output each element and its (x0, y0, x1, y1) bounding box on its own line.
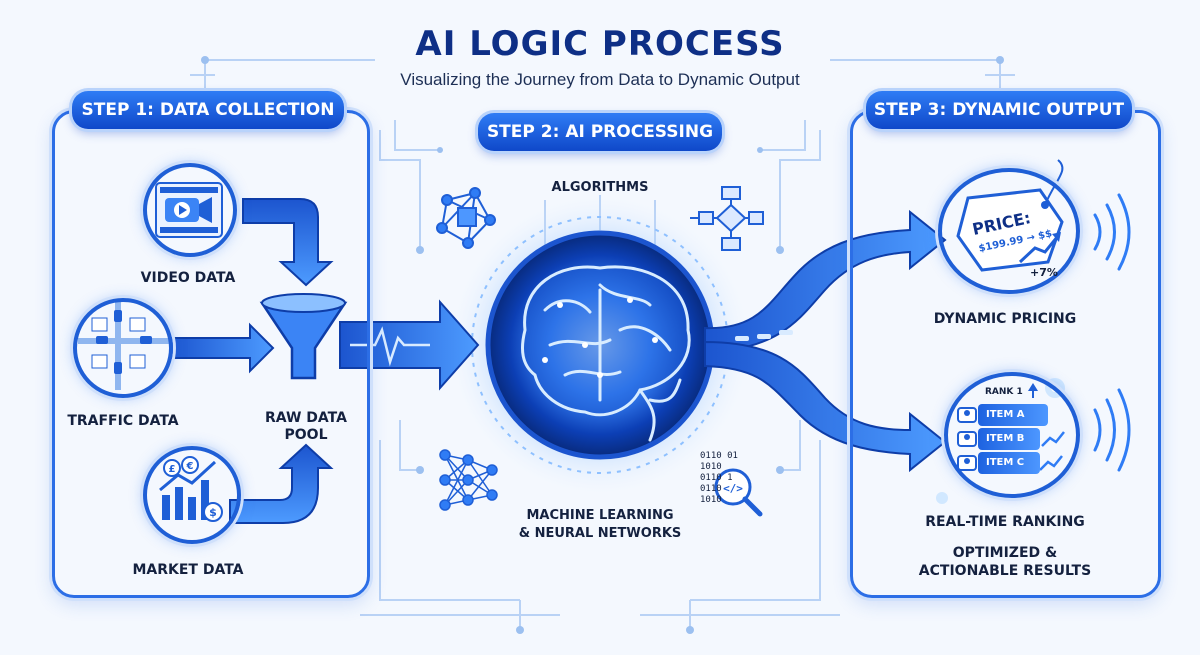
traffic-data-label: TRAFFIC DATA (67, 413, 179, 429)
traffic-source-circle (73, 298, 173, 398)
real-time-ranking-label: REAL-TIME RANKING (925, 514, 1085, 530)
network-cube-icon (436, 187, 496, 249)
signal-waves (1093, 193, 1131, 472)
brain-icon (521, 265, 691, 442)
flowchart-icon (690, 186, 764, 251)
circuit-lines (190, 59, 1015, 630)
market-data-label: MARKET DATA (132, 562, 244, 578)
traffic-to-pool-arrow (169, 322, 275, 374)
video-source-circle (143, 163, 237, 257)
video-data-label: VIDEO DATA (140, 270, 236, 286)
market-source-circle (143, 446, 241, 544)
binary-line: 0110 1 (700, 473, 733, 483)
algorithms-label: ALGORITHMS (551, 180, 649, 195)
binary-line: 0110 (700, 484, 722, 494)
code-magnifier-icon: </> (714, 468, 763, 517)
price-change: +7% (1030, 266, 1058, 279)
brain-to-outputs-arrows (704, 209, 947, 473)
rank-label: RANK 1 (985, 387, 1023, 397)
dynamic-pricing-label: DYNAMIC PRICING (933, 311, 1077, 327)
pool-to-brain-arrow (339, 299, 480, 391)
results-label: OPTIMIZED & ACTIONABLE RESULTS (918, 545, 1092, 579)
binary-line: 1010 (700, 495, 722, 505)
raw-data-pool-label: RAW DATA POOL (265, 410, 347, 443)
neural-network-icon (439, 449, 498, 511)
machine-learning-label: MACHINE LEARNING & NEURAL NETWORKS (518, 508, 682, 541)
svg-text:</>: </> (723, 482, 743, 495)
ranking-circle (944, 372, 1080, 498)
step2-badge: STEP 2: AI PROCESSING (478, 113, 722, 151)
page-subtitle: Visualizing the Journey from Data to Dyn… (400, 70, 800, 89)
binary-code-block: 0110 01 1010 0110 1 0110 1010 (700, 451, 780, 506)
step1-badge: STEP 1: DATA COLLECTION (72, 91, 344, 129)
step3-badge: STEP 3: DYNAMIC OUTPUT (866, 91, 1132, 129)
ranking-item: ITEM C (978, 452, 1040, 474)
page-title: AI LOGIC PROCESS (415, 24, 785, 64)
binary-line: 1010 (700, 462, 722, 472)
video-to-pool-arrow (242, 198, 334, 287)
market-to-pool-arrow (229, 443, 334, 524)
ranking-item: ITEM B (978, 428, 1040, 450)
ranking-item: ITEM A (978, 404, 1048, 426)
pricing-circle (938, 168, 1080, 294)
funnel-icon (259, 293, 348, 380)
binary-line: 0110 01 (700, 451, 738, 461)
